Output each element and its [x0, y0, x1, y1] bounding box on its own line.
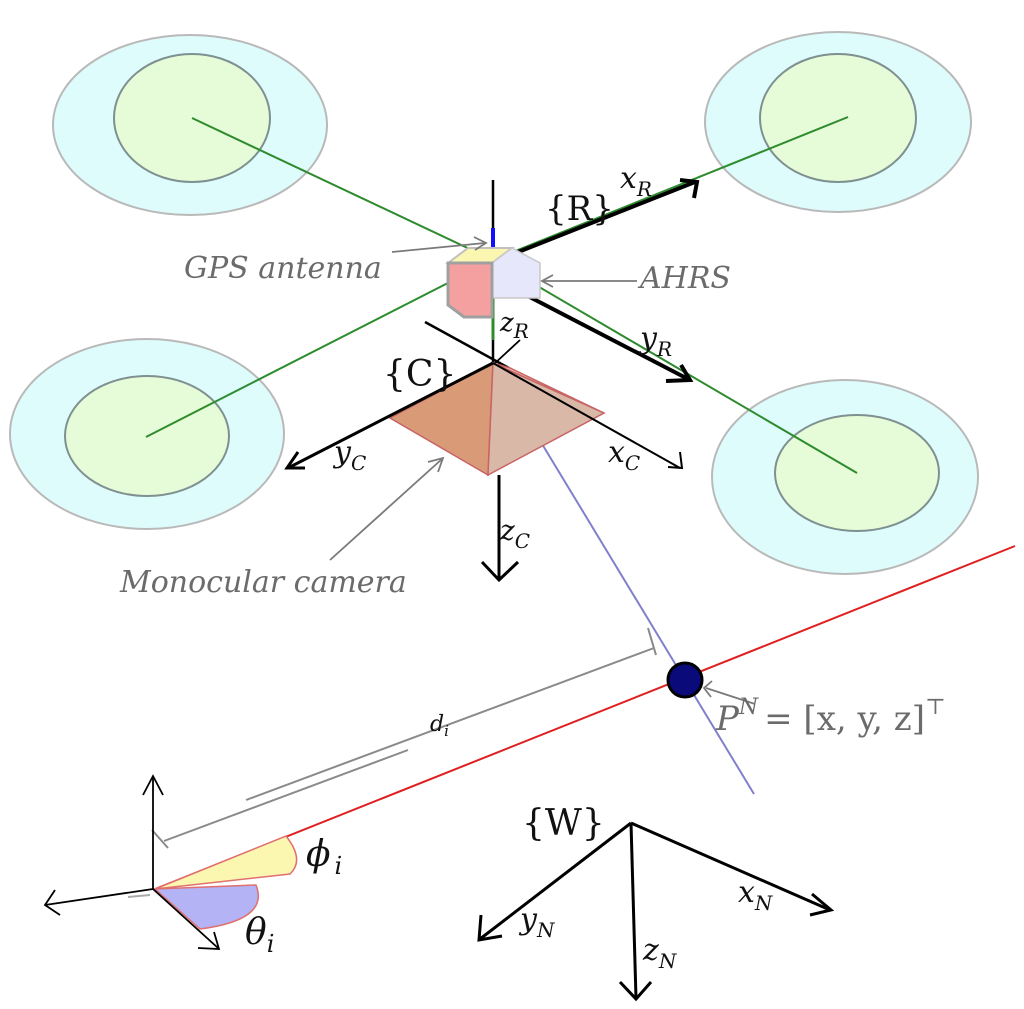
z-r-label: z [499, 308, 514, 338]
x-n-axis [630, 821, 831, 912]
camera-frame-label: {C} [383, 354, 456, 395]
labels: {R} xR yR zR {C} yC xC zC GPS antenna AH… [119, 161, 946, 973]
svg-text:yN: yN [518, 902, 556, 942]
svg-text:yR: yR [638, 321, 672, 361]
svg-text:ϕi: ϕi [306, 834, 342, 880]
z-n-label: z [642, 933, 659, 968]
svg-text:zR: zR [499, 308, 529, 343]
x-r-axis [492, 180, 696, 264]
y-c-label: y [332, 435, 352, 470]
svg-text:xR: xR [620, 161, 652, 201]
svg-text:yC: yC [332, 435, 366, 475]
ahrs-label: AHRS [637, 261, 731, 296]
y-r-label: y [638, 321, 658, 356]
x-c-label: x [608, 435, 625, 470]
sensor-box [445, 247, 541, 319]
bearing-line [154, 545, 1016, 890]
svg-text:xC: xC [608, 435, 640, 475]
gps-antenna-label: GPS antenna [184, 251, 382, 286]
rotor-front-left [52, 34, 328, 216]
local-angle-frame [43, 774, 221, 950]
robot-frame-label: {R} [545, 189, 614, 229]
quadrotor-arms [145, 116, 858, 474]
svg-text:xN: xN [738, 875, 774, 915]
y-c-axis [287, 361, 494, 470]
target-point-icon [666, 661, 704, 699]
camera-frame [284, 361, 684, 583]
rotor-rear-left [9, 338, 285, 530]
rotor-rear-right [711, 379, 979, 575]
annotation-arrows [329, 236, 756, 705]
x-c-axis [492, 362, 681, 469]
z-c-label: z [499, 514, 515, 547]
svg-text:zN: zN [642, 933, 678, 973]
distance-label: d [430, 712, 444, 737]
x-r-label: x [620, 161, 637, 196]
y-n-label: y [518, 902, 538, 937]
svg-text:θi: θi [245, 912, 274, 958]
svg-text:PN= [x, y, z]⊤: PN= [x, y, z]⊤ [715, 695, 946, 739]
world-frame [477, 821, 835, 1002]
distance-measure [151, 627, 657, 849]
monocular-camera-label: Monocular camera [119, 565, 407, 600]
phi-label: ϕ [306, 834, 331, 875]
pyramid-camera-icon [388, 361, 606, 477]
svg-text:zC: zC [499, 514, 530, 553]
point-label: P [715, 699, 740, 739]
svg-text:di: di [430, 712, 449, 740]
z-n-axis [629, 822, 638, 999]
angle-wedges [153, 835, 298, 930]
y-n-axis [479, 821, 632, 941]
x-n-label: x [738, 875, 755, 910]
world-frame-label: {W} [522, 803, 605, 844]
theta-label: θ [245, 912, 267, 953]
